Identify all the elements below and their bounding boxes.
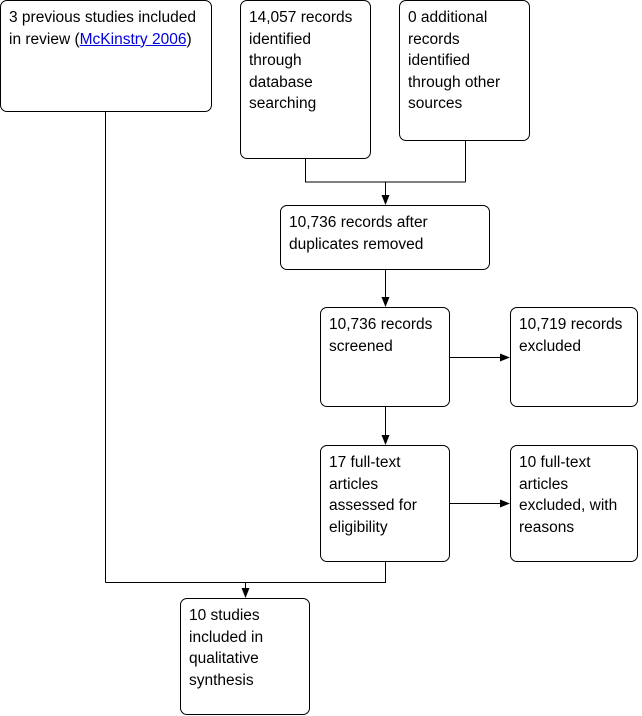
arrowhead-screened-to-fulltext [381, 435, 390, 445]
arrowhead-merge-to-duplicates [381, 195, 390, 205]
mckinstry-2006-link[interactable]: McKinstry 2006 [79, 30, 187, 48]
database-records-box: 14,057 records identified through databa… [240, 0, 371, 159]
connector-fulltext-assessed-to-bottom-bar [105, 562, 387, 584]
other-sources-records-box: 0 additional records identified through … [399, 0, 530, 141]
connector-database-to-merge-bar [304, 159, 466, 183]
fulltext-excluded-box: 10 full-text articles excluded, with rea… [510, 445, 638, 562]
arrowhead-screened-to-excluded [500, 353, 510, 362]
duplicates-removed-box: 10,736 records after duplicates removed [280, 205, 490, 270]
previous-studies-text-after-link: ) [186, 30, 192, 48]
arrowhead-fulltext-to-excluded [500, 499, 510, 508]
arrowhead-bottom-bar-to-included [241, 588, 250, 598]
records-screened-box: 10,736 records screened [320, 307, 450, 407]
arrowhead-duplicates-to-screened [381, 297, 390, 307]
studies-included-box: 10 studies included in qualitative synth… [180, 598, 310, 715]
fulltext-assessed-box: 17 full-text articles assessed for eligi… [320, 445, 450, 562]
previous-studies-box: 3 previous studies included in review (M… [0, 0, 212, 112]
previous-studies-text-before-link: 3 previous studies included in review ( [9, 9, 196, 48]
records-excluded-box: 10,719 records excluded [510, 307, 638, 407]
